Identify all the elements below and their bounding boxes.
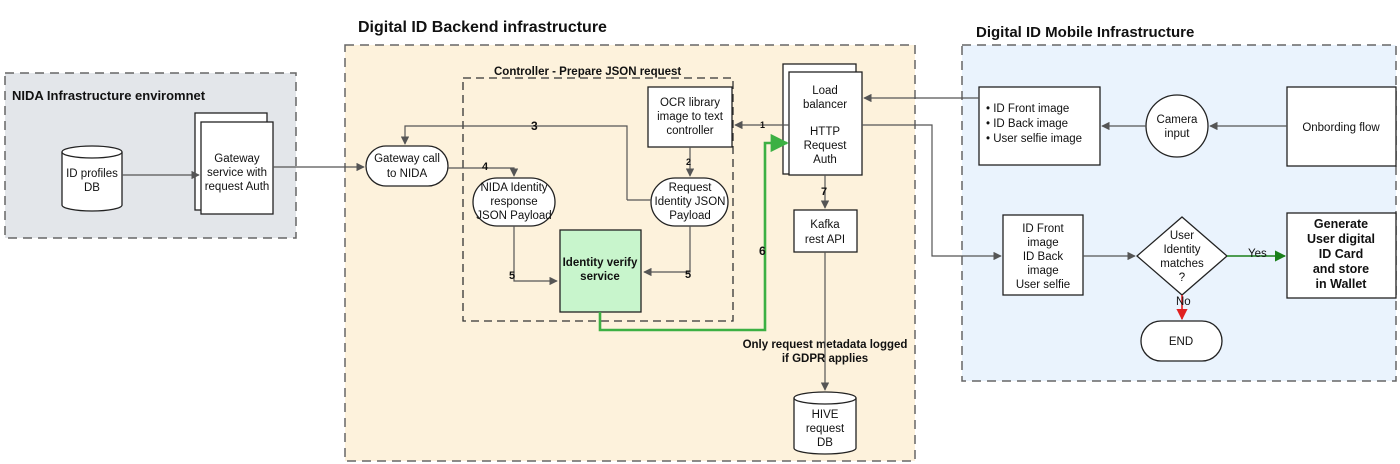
step-label-5: 5 bbox=[509, 270, 515, 282]
camera-label: input bbox=[1165, 128, 1191, 140]
onboarding-flow: Onbording flow bbox=[1286, 86, 1397, 167]
end-node: END bbox=[1140, 320, 1223, 362]
yes-label: Yes bbox=[1248, 248, 1267, 260]
identity-verify-label: service bbox=[580, 271, 620, 283]
gateway-service-label: Gateway bbox=[214, 153, 260, 165]
request-payload-label: Request bbox=[669, 182, 713, 194]
ocr-label: image to text bbox=[657, 111, 724, 123]
step-label-3: 3 bbox=[531, 119, 538, 133]
decision-label: User bbox=[1170, 230, 1194, 242]
svg-text:• User selfie image: • User selfie image bbox=[986, 133, 1082, 145]
images-list-item: ID Front image bbox=[993, 103, 1069, 115]
step-label-4: 4 bbox=[482, 161, 489, 173]
backend-region-title: Digital ID Backend infrastructure bbox=[358, 19, 607, 36]
images-list-item: User selfie image bbox=[993, 133, 1082, 145]
request-payload-label: Identity JSON bbox=[655, 196, 726, 208]
load-balancer-label: balancer bbox=[803, 99, 847, 111]
gateway-service-label: request Auth bbox=[205, 181, 270, 193]
svg-text:• ID Back image: • ID Back image bbox=[986, 118, 1068, 130]
generate-label: ID Card bbox=[1319, 247, 1363, 261]
images-list-item: ID Back image bbox=[993, 118, 1068, 130]
identity-verify-service: Identity verify service bbox=[559, 229, 642, 313]
connector-step5-left bbox=[513, 226, 558, 286]
step-label-2: 2 bbox=[686, 157, 691, 167]
connector-step6 bbox=[598, 133, 789, 332]
decision-label: matches bbox=[1160, 258, 1204, 270]
hive-label: request bbox=[806, 423, 845, 435]
controller-box bbox=[462, 77, 734, 322]
connector-step5-right bbox=[643, 226, 691, 277]
http-auth-label: Auth bbox=[813, 154, 837, 166]
id-images-node: ID Front image ID Back image User selfie bbox=[1002, 214, 1084, 296]
gateway-service: Gateway service with request Auth bbox=[194, 112, 274, 215]
kafka-label: Kafka bbox=[810, 219, 840, 231]
kafka-rest-api: Kafka rest API bbox=[793, 209, 858, 253]
id-images-label: image bbox=[1027, 265, 1058, 277]
ocr-label: OCR library bbox=[660, 97, 720, 109]
decision-label: ? bbox=[1179, 272, 1185, 284]
hive-label: HIVE bbox=[812, 409, 839, 421]
id-profiles-db-label: DB bbox=[84, 182, 100, 194]
load-balancer-label: Load bbox=[812, 85, 838, 97]
nida-response-label: response bbox=[490, 196, 537, 208]
identity-decision: User Identity matches ? bbox=[1136, 216, 1228, 296]
ocr-controller: OCR library image to text controller bbox=[647, 86, 733, 148]
generate-id-card: Generate User digital ID Card and store … bbox=[1286, 212, 1397, 299]
load-balancer: Load balancer HTTP Request Auth bbox=[782, 63, 863, 176]
generate-label: and store bbox=[1313, 262, 1369, 276]
generate-label: in Wallet bbox=[1316, 277, 1368, 291]
step-label-7: 7 bbox=[821, 186, 827, 198]
generate-label: Generate bbox=[1314, 217, 1368, 231]
nida-region-title: NIDA Infrastructure enviromnet bbox=[12, 88, 206, 103]
id-profiles-db-label: ID profiles bbox=[66, 168, 118, 180]
gateway-call-label: Gateway call bbox=[374, 153, 440, 165]
hive-label: DB bbox=[817, 437, 833, 449]
id-profiles-db: ID profiles DB bbox=[61, 145, 123, 212]
camera-label: Camera bbox=[1157, 114, 1199, 126]
camera-input: Camera input bbox=[1145, 94, 1209, 158]
connector-step3 bbox=[400, 125, 628, 200]
mobile-region-title: Digital ID Mobile Infrastructure bbox=[976, 24, 1194, 41]
onboarding-label: Onbording flow bbox=[1302, 122, 1380, 134]
gateway-call-label: to NIDA bbox=[387, 168, 428, 180]
svg-text:• ID Front image: • ID Front image bbox=[986, 103, 1069, 115]
nida-response-label: NIDA Identity bbox=[480, 182, 547, 194]
kafka-label: rest API bbox=[805, 234, 845, 246]
nida-response-node: NIDA Identity response JSON Payload bbox=[472, 177, 556, 227]
id-images-label: User selfie bbox=[1016, 279, 1070, 291]
end-label: END bbox=[1169, 336, 1193, 348]
id-images-label: ID Back bbox=[1023, 251, 1064, 263]
gateway-call-node: Gateway call to NIDA bbox=[365, 145, 449, 187]
step-label-6: 6 bbox=[759, 244, 766, 258]
generate-label: User digital bbox=[1307, 232, 1375, 246]
id-images-list: • ID Front image • ID Back image • User … bbox=[978, 86, 1101, 166]
connector-step4 bbox=[448, 167, 519, 177]
connector-lb-to-mobile bbox=[862, 124, 1002, 261]
decision-label: Identity bbox=[1163, 244, 1200, 256]
nida-response-label: JSON Payload bbox=[476, 210, 551, 222]
request-payload-node: Request Identity JSON Payload bbox=[650, 177, 729, 227]
http-auth-label: HTTP bbox=[810, 126, 840, 138]
ocr-label: controller bbox=[666, 125, 713, 137]
hive-request-db: HIVE request DB bbox=[793, 391, 857, 455]
controller-title: Controller - Prepare JSON request bbox=[494, 66, 681, 78]
id-images-label: image bbox=[1027, 237, 1058, 249]
gateway-service-label: service with bbox=[207, 167, 267, 179]
step-label-1: 1 bbox=[760, 120, 765, 130]
no-label: No bbox=[1176, 296, 1191, 308]
step-label-5: 5 bbox=[685, 269, 691, 281]
id-images-label: ID Front bbox=[1022, 223, 1064, 235]
request-payload-label: Payload bbox=[669, 210, 711, 222]
http-auth-label: Request bbox=[804, 140, 848, 152]
identity-verify-label: Identity verify bbox=[563, 257, 638, 269]
